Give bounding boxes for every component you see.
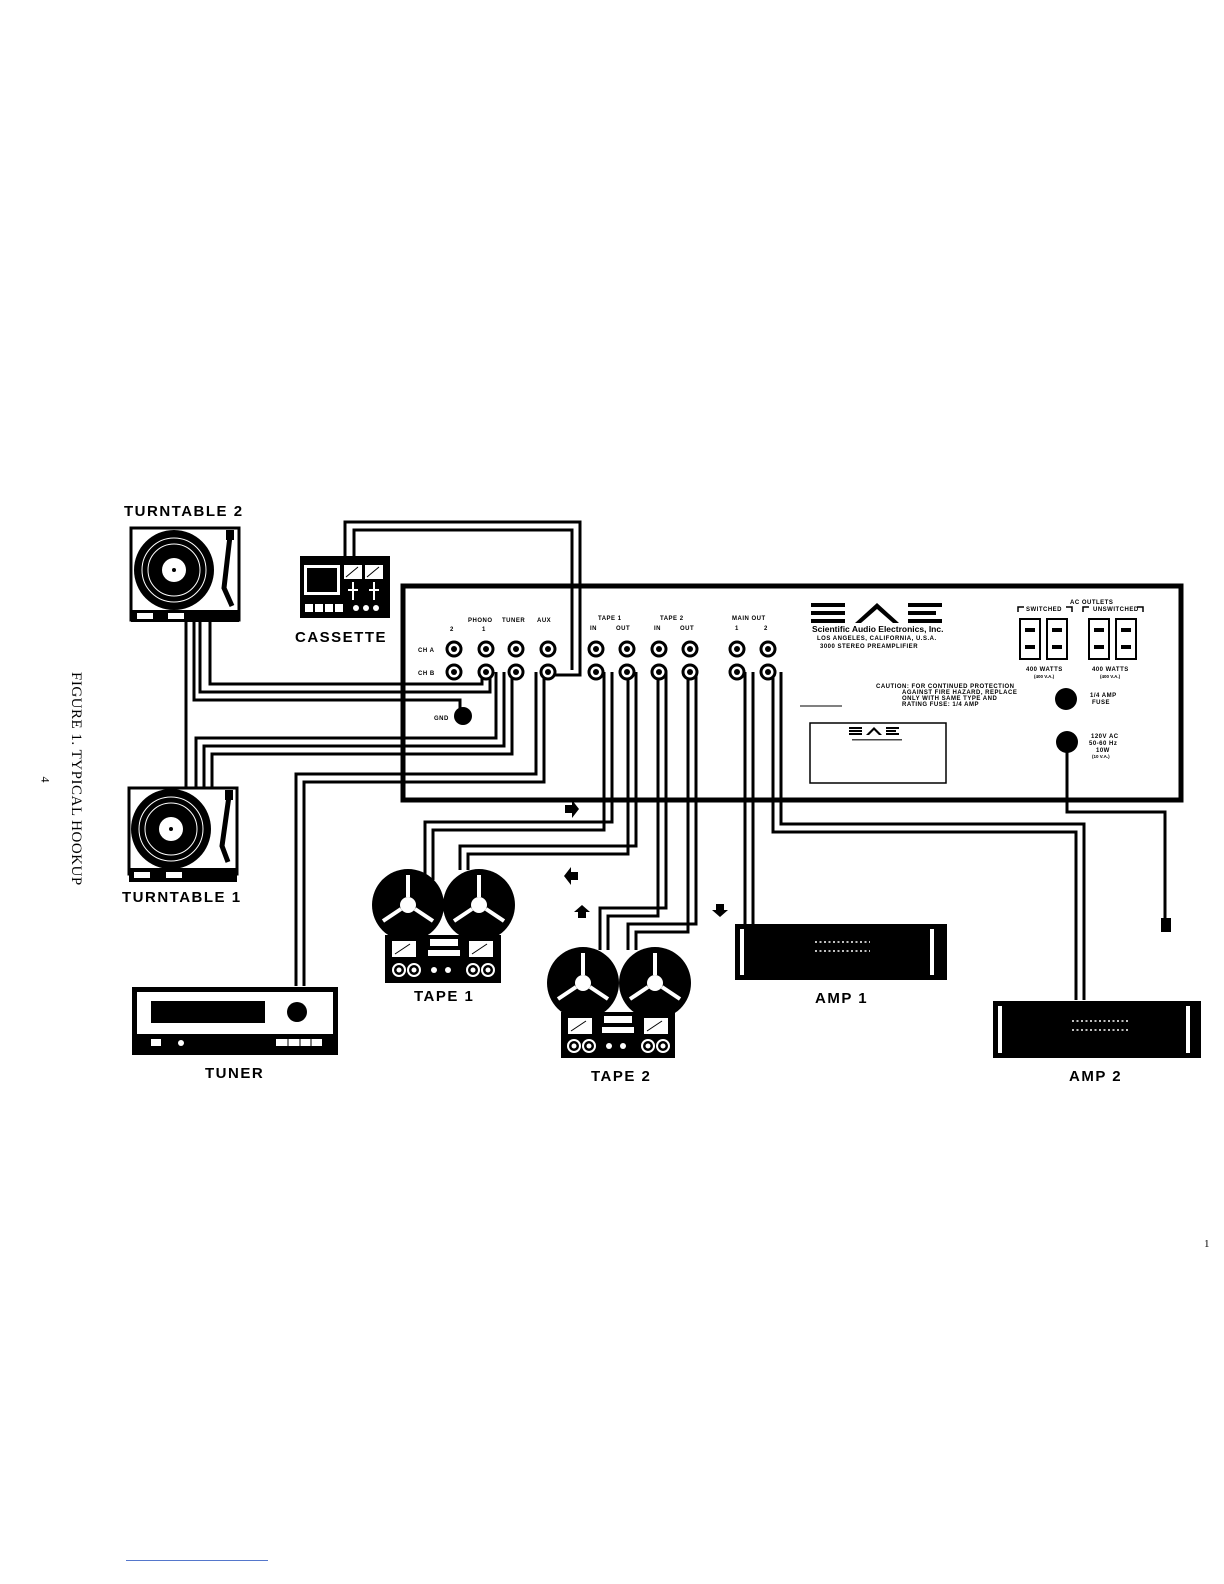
tape-deck-1 (372, 869, 515, 983)
turntable-1 (127, 786, 239, 882)
phono-1-label: 1 (482, 627, 486, 633)
cassette-label: CASSETTE (295, 629, 387, 646)
fuse-label: FUSE (1092, 700, 1110, 706)
caution-line-3: ONLY WITH SAME TYPE AND (902, 696, 997, 702)
caution-line-1: CAUTION: FOR CONTINUED PROTECTION (876, 684, 1015, 690)
main-out-label: MAIN OUT (732, 616, 766, 622)
caution-line-2: AGAINST FIRE HAZARD, REPLACE (902, 690, 1017, 696)
tuner-label: TUNER (205, 1065, 264, 1082)
company-name: Scientific Audio Electronics, Inc. (812, 624, 943, 634)
tuner-unit (132, 987, 338, 1055)
ch-a-label: CH A (418, 648, 435, 654)
aux-input-label: AUX (537, 618, 551, 624)
preamp-panel: PHONO 2 1 TUNER AUX TAPE 1 IN OUT TAPE 2… (400, 583, 1184, 803)
arrow-left-icon (564, 867, 578, 885)
unswitched-watts: 400 WATTS (1092, 667, 1129, 673)
company-location: LOS ANGELES, CALIFORNIA, U.S.A. (817, 636, 937, 642)
amp-1 (735, 924, 947, 980)
fuse-rating: 1/4 AMP (1090, 693, 1117, 699)
tape1-out-label: OUT (616, 626, 630, 632)
power-voltage: 120V AC (1091, 734, 1119, 740)
ch-b-label: CH B (418, 671, 435, 677)
power-watts: 10W (1096, 748, 1110, 754)
cables (184, 520, 1167, 1000)
corner-mark: 1 (1204, 1238, 1210, 1250)
tape2-in-label: IN (654, 626, 661, 632)
gnd-label: GND (434, 716, 449, 722)
unswitched-label: UNSWITCHED (1093, 607, 1139, 613)
phono-2-label: 2 (450, 627, 454, 633)
tuner-input-label: TUNER (502, 618, 525, 624)
arrow-up-icon (574, 905, 590, 918)
model-name: 3000 STEREO PREAMPLIFIER (820, 644, 918, 650)
rca-jacks (445, 640, 777, 681)
tape1-in-label: IN (590, 626, 597, 632)
switched-va: (400 V.A.) (1034, 674, 1055, 679)
main-out-2-label: 2 (764, 626, 768, 632)
amp-2-label: AMP 2 (1069, 1068, 1122, 1085)
ac-outlets (1019, 618, 1137, 660)
tape2-out-label: OUT (680, 626, 694, 632)
turntable-2 (129, 526, 241, 622)
tape2-jack-label: TAPE 2 (660, 616, 684, 622)
amp-1-label: AMP 1 (815, 990, 868, 1007)
amp-2 (993, 1001, 1201, 1058)
power-cord-grommet (1056, 731, 1078, 753)
ground-terminal (454, 707, 472, 725)
tape-deck-2 (547, 947, 691, 1058)
fuse-holder (1055, 688, 1077, 710)
unswitched-va: (400 V.A.) (1100, 674, 1121, 679)
power-frequency: 50-60 Hz (1089, 741, 1117, 747)
ac-outlets-label: AC OUTLETS (1070, 600, 1113, 606)
caution-line-4: RATING FUSE: 1/4 AMP (902, 702, 979, 708)
serial-plate-logo (849, 727, 899, 735)
power-va: (10 V.A.) (1092, 754, 1110, 759)
phono-label: PHONO (468, 618, 493, 624)
tape-1-label: TAPE 1 (414, 988, 474, 1005)
footnote-rule (126, 1560, 268, 1561)
signal-arrows (564, 800, 728, 918)
turntable-2-label: TURNTABLE 2 (124, 503, 244, 520)
sae-logo (811, 603, 942, 623)
tape1-jack-label: TAPE 1 (598, 616, 622, 622)
arrow-right-icon (565, 800, 579, 818)
tape-2-label: TAPE 2 (591, 1068, 651, 1085)
power-plug-icon (1161, 918, 1171, 932)
ac-outlet-brackets (1017, 606, 1144, 612)
turntable-1-label: TURNTABLE 1 (122, 889, 242, 906)
main-out-1-label: 1 (735, 626, 739, 632)
arrow-down-icon (712, 904, 728, 917)
cassette-deck (300, 556, 390, 618)
switched-watts: 400 WATTS (1026, 667, 1063, 673)
switched-label: SWITCHED (1026, 607, 1062, 613)
